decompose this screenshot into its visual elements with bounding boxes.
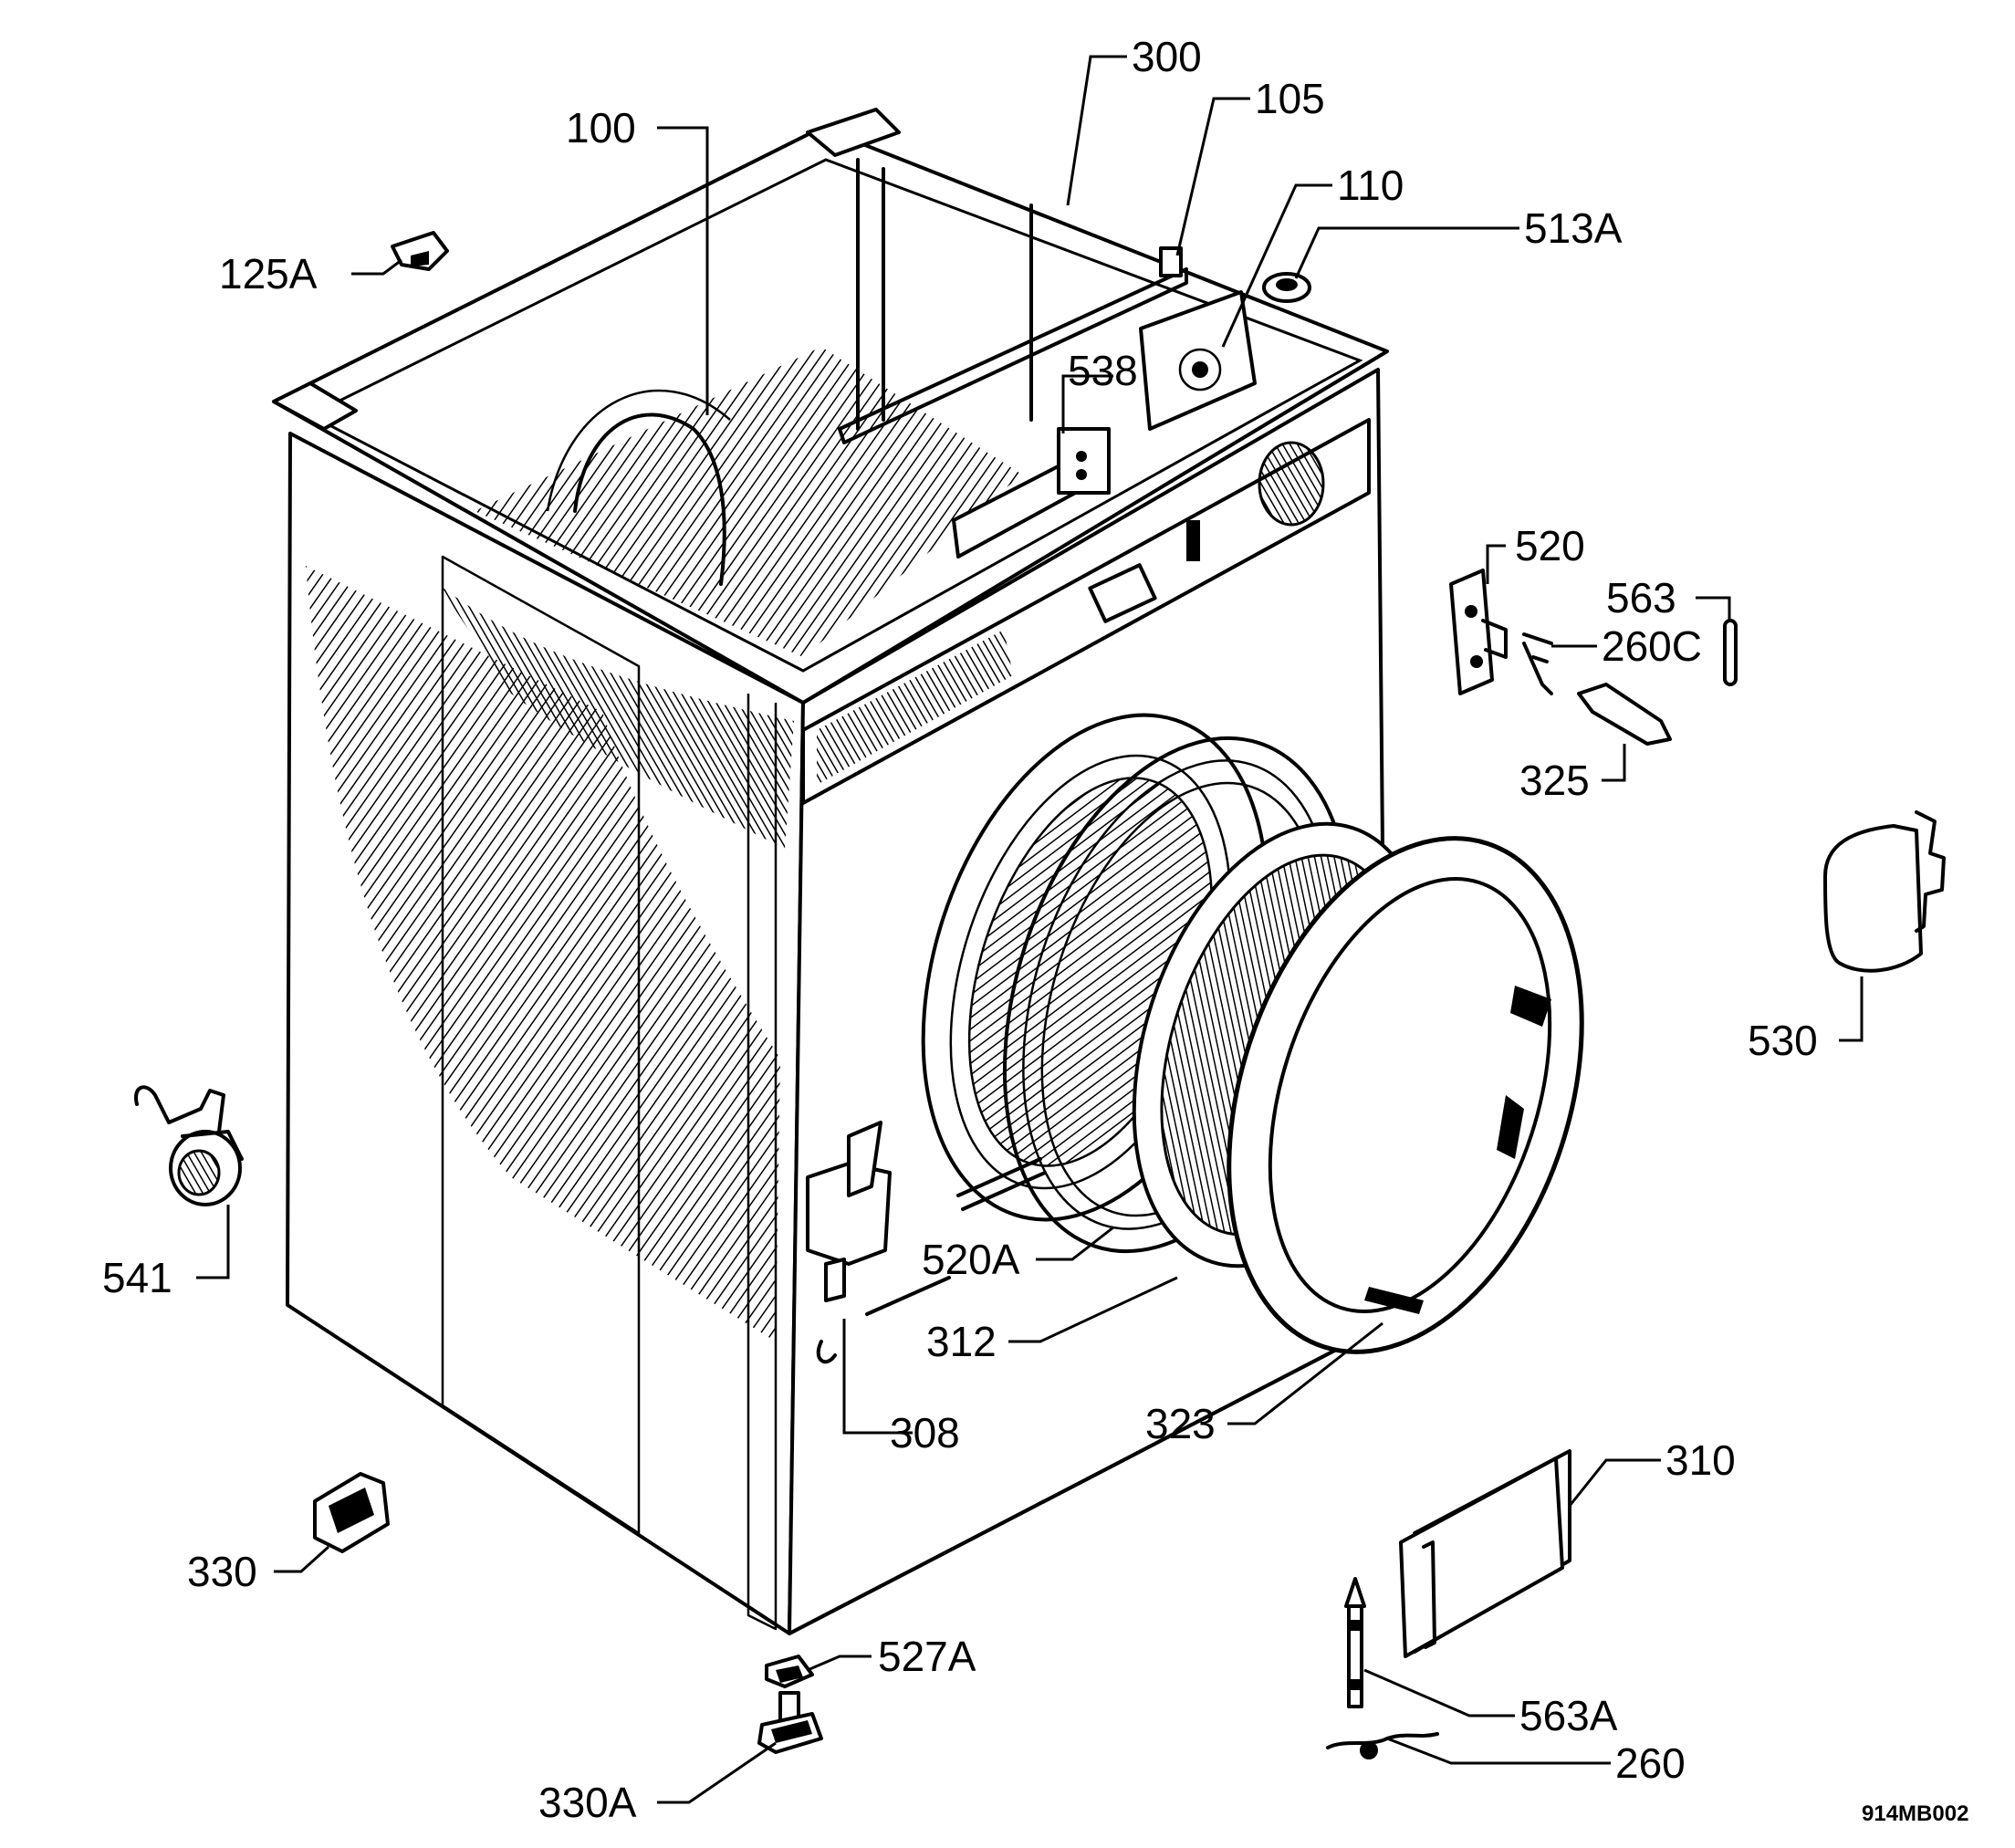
callout-110: 110: [1337, 162, 1404, 209]
part-513A: [1262, 272, 1311, 303]
callout-310: 310: [1665, 1436, 1736, 1484]
callout-323: 323: [1145, 1400, 1216, 1447]
callout-260: 260: [1615, 1739, 1686, 1787]
drawing-id: 914MB002: [1862, 1801, 1968, 1826]
callout-563A: 563A: [1519, 1692, 1618, 1739]
filter-cover-part-310: [1399, 1449, 1571, 1658]
callout-125A: 125A: [219, 250, 318, 298]
callout-527A: 527A: [878, 1633, 976, 1680]
callout-530: 530: [1748, 1017, 1818, 1064]
door-latch-part-308: [806, 1121, 892, 1364]
hinge-spring-part-260C: [1522, 632, 1553, 695]
callout-312: 312: [926, 1318, 997, 1365]
valve-part-541: [134, 1085, 244, 1206]
leader-lines: [196, 55, 1864, 1804]
callout-260C: 260C: [1602, 622, 1702, 670]
foot-part-330A: [757, 1691, 823, 1754]
callout-325: 325: [1519, 757, 1590, 804]
callout-563: 563: [1606, 574, 1676, 621]
callout-330A: 330A: [538, 1779, 637, 1826]
pin-part-563: [1723, 619, 1738, 686]
callout-308: 308: [890, 1409, 960, 1456]
part-105: [1159, 246, 1183, 277]
pin-part-563A: [1344, 1577, 1366, 1708]
callout-520A: 520A: [922, 1236, 1020, 1283]
callout-labels: 300 105 100 110 513A 125A 538 520 563 26…: [102, 33, 1968, 1826]
spring-part-260: [1326, 1732, 1439, 1759]
handle-part-325: [1577, 683, 1672, 746]
callout-100: 100: [566, 104, 636, 151]
foot-part-330: [313, 1472, 390, 1553]
callout-300: 300: [1132, 33, 1202, 80]
hinge-bracket-part-520: [1449, 569, 1508, 695]
door-ring-part-323: [1132, 821, 1584, 1354]
callout-330: 330: [187, 1548, 257, 1595]
cover-part-530: [1823, 810, 1946, 973]
callout-513A: 513A: [1524, 204, 1623, 252]
part-125A: [391, 231, 449, 271]
callout-105: 105: [1255, 75, 1325, 122]
foot-nut-part-527A: [765, 1655, 814, 1688]
callout-520: 520: [1515, 522, 1585, 569]
callout-538: 538: [1068, 347, 1138, 394]
callout-541: 541: [102, 1254, 172, 1301]
hinge-pin-part-520A: [865, 1157, 1047, 1316]
cabinet-body: [272, 108, 1389, 1635]
